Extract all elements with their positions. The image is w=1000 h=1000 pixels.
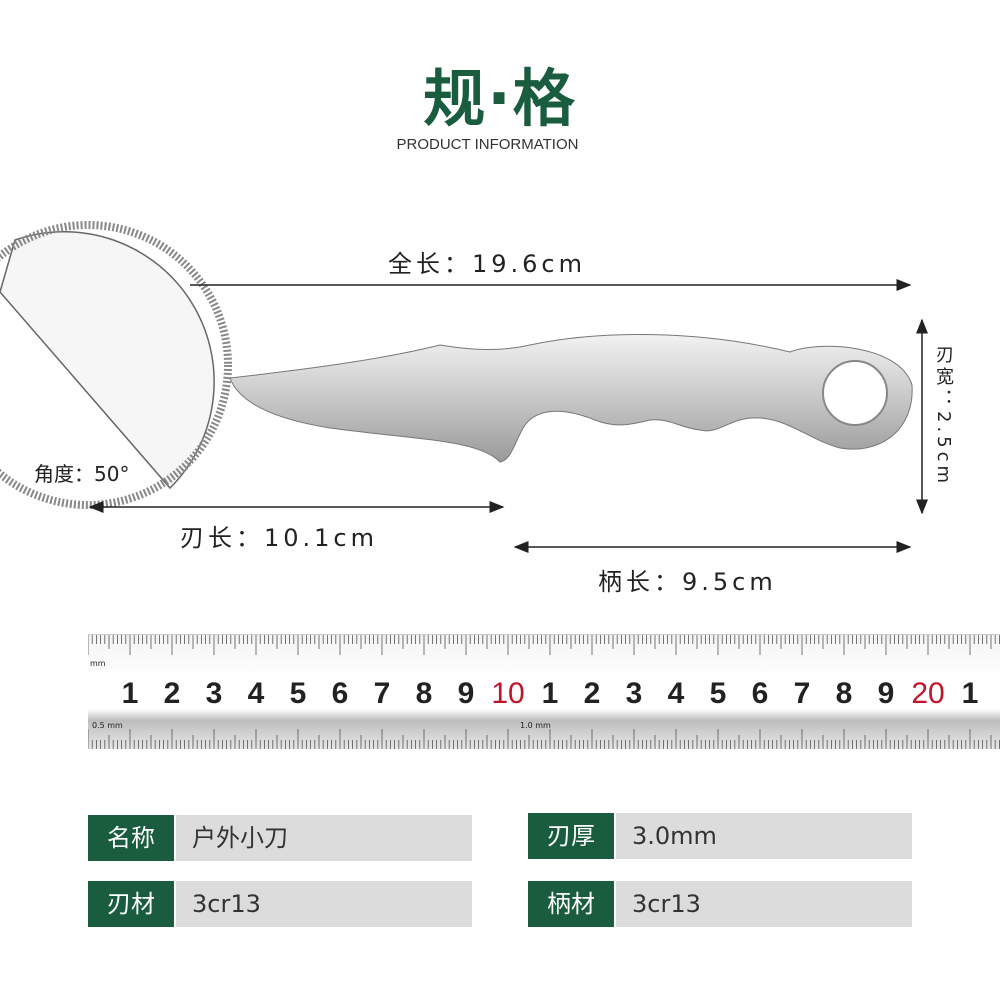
ruler-unit-top: mm	[90, 659, 106, 668]
ruler-number: 9	[457, 677, 475, 710]
angle-label: 角度：50°	[34, 462, 130, 486]
protractor-icon	[0, 221, 232, 509]
spec-label-name: 名称	[88, 815, 174, 861]
ruler-unit-bottom-left: 0.5 mm	[92, 721, 123, 730]
ruler-number: 1	[541, 677, 559, 710]
ruler-number: 8	[835, 677, 853, 710]
spec-label-thickness: 刃厚	[528, 813, 614, 859]
ruler-number: 9	[877, 677, 895, 710]
ruler-number: 7	[373, 677, 391, 710]
total-length-label: 全长：19.6cm	[388, 250, 587, 278]
handle-length-label: 柄长：9.5cm	[598, 568, 777, 596]
ruler-number: 8	[415, 677, 433, 710]
ruler-number: 2	[583, 677, 601, 710]
spec-value-thickness: 3.0mm	[616, 813, 912, 859]
ruler-number: 4	[667, 677, 685, 710]
ruler-number: 6	[751, 677, 769, 710]
ruler-number: 3	[205, 677, 223, 710]
spec-label-handle-material: 柄材	[528, 881, 614, 927]
ruler-number: 7	[793, 677, 811, 710]
spec-value-name: 户外小刀	[176, 815, 472, 861]
page-title: 规·格	[423, 62, 577, 135]
spec-value-blade-material: 3cr13	[176, 881, 472, 927]
knife-image	[229, 334, 913, 463]
spec-value-handle-material: 3cr13	[616, 881, 912, 927]
spec-label-blade-material: 刃材	[88, 881, 174, 927]
ruler-number: 5	[289, 677, 307, 710]
ruler-number: 1	[121, 677, 139, 710]
blade-width-label: 刃宽：2.5cm	[933, 345, 954, 488]
blade-length-label: 刃长：10.1cm	[180, 524, 379, 552]
ruler-number: 4	[247, 677, 265, 710]
ruler-number: 20	[911, 677, 945, 710]
page-subtitle: PRODUCT INFORMATION	[396, 136, 579, 153]
ruler-number: 5	[709, 677, 727, 710]
ruler-number: 10	[491, 677, 525, 710]
ruler-number: 6	[331, 677, 349, 710]
ruler-number: 2	[163, 677, 181, 710]
ruler-number: 1	[961, 677, 979, 710]
ruler-unit-bottom-right: 1.0 mm	[520, 721, 551, 730]
ruler-number: 3	[625, 677, 643, 710]
